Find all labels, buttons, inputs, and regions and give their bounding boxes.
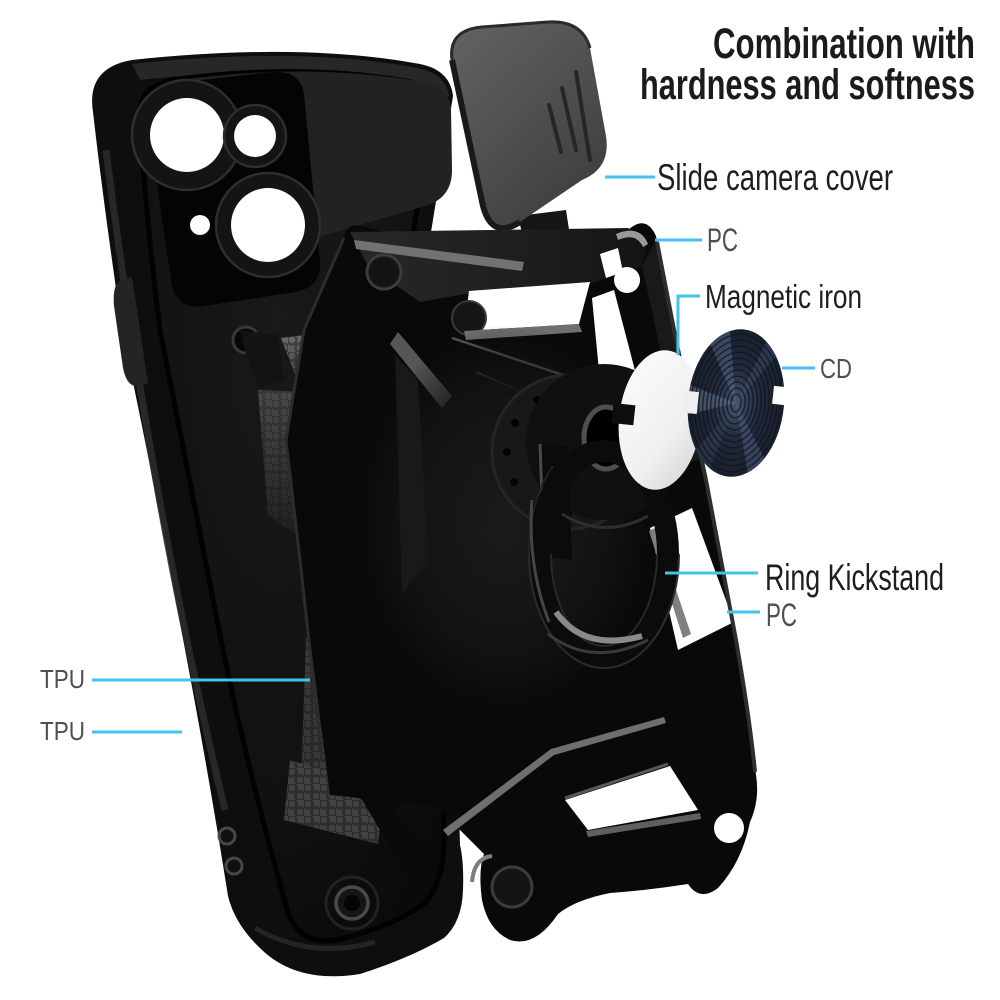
svg-text:TPU: TPU bbox=[40, 664, 85, 694]
svg-text:Ring Kickstand: Ring Kickstand bbox=[765, 557, 944, 598]
svg-text:Slide camera cover: Slide camera cover bbox=[657, 157, 893, 198]
svg-text:hardness and softness: hardness and softness bbox=[640, 61, 975, 109]
svg-text:TPU: TPU bbox=[40, 716, 85, 746]
svg-text:PC: PC bbox=[766, 597, 797, 633]
svg-text:PC: PC bbox=[707, 222, 738, 258]
svg-text:CD: CD bbox=[820, 353, 852, 384]
svg-text:Magnetic iron: Magnetic iron bbox=[705, 278, 862, 315]
svg-text:Combination with: Combination with bbox=[713, 20, 975, 68]
